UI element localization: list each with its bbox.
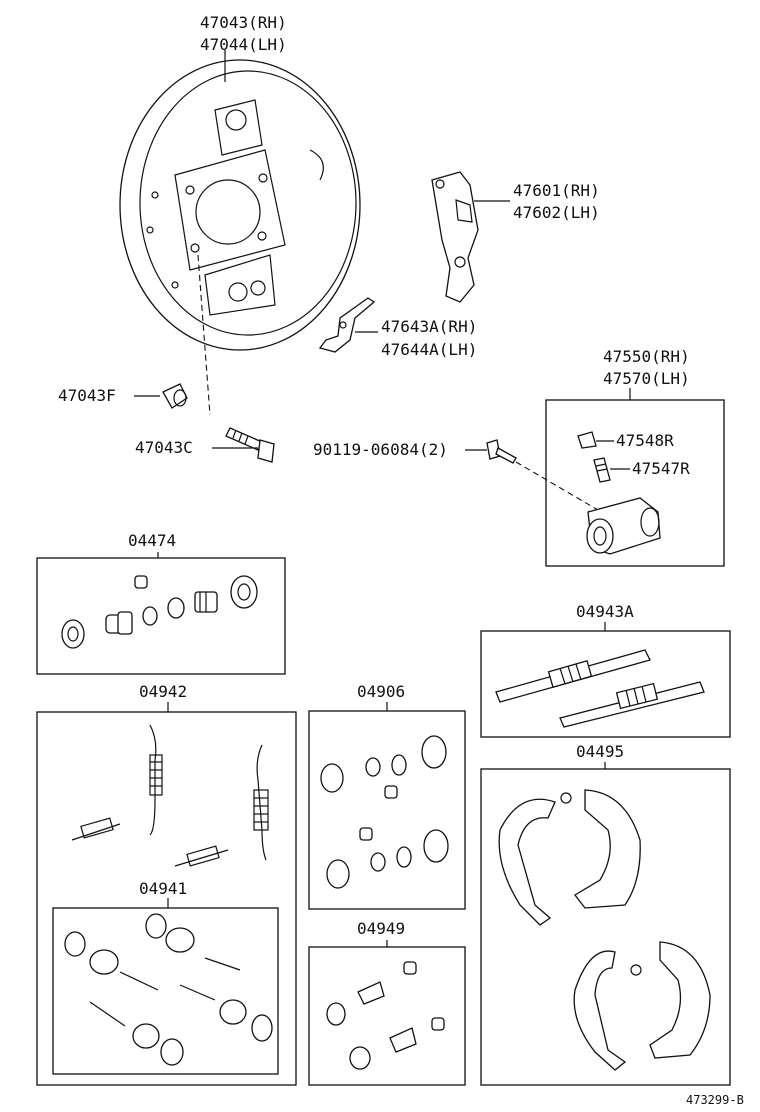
- repair-kit-parts: [320, 735, 449, 889]
- backing-plate: [119, 59, 361, 351]
- bleeder-plug-part: [593, 457, 611, 483]
- label-bleeder-cap: 47548R: [616, 431, 674, 450]
- adjuster-kit-parts: [495, 649, 705, 728]
- spring-kit-parts: [71, 724, 269, 867]
- label-adjust-lever-lh: 47644A(LH): [381, 340, 477, 359]
- hold-down-kit-box: [52, 907, 279, 1075]
- cup-kit-box: [308, 946, 466, 1086]
- label-hold-down-kit: 04941: [139, 879, 187, 898]
- label-spring-kit: 04942: [139, 682, 187, 701]
- cylinder-kit-box: [36, 557, 286, 675]
- label-cup-kit: 04949: [357, 919, 405, 938]
- label-cylinder-kit: 04474: [128, 531, 176, 550]
- shoe-kit-box: [480, 768, 731, 1086]
- label-backing-plate-rh: 47043(RH): [200, 13, 287, 32]
- label-wheel-cylinder-lh: 47570(LH): [603, 369, 690, 388]
- label-parking-lever-rh: 47601(RH): [513, 181, 600, 200]
- label-parking-lever-lh: 47602(LH): [513, 203, 600, 222]
- cylinder-kit-parts: [61, 575, 258, 649]
- label-backing-plate-lh: 47044(LH): [200, 35, 287, 54]
- hold-down-kit-parts: [64, 913, 273, 1066]
- label-bleeder-plug: 47547R: [632, 459, 690, 478]
- label-adjust-lever-rh: 47643A(RH): [381, 317, 477, 336]
- label-bolt: 47043C: [135, 438, 193, 457]
- cup-kit-parts: [326, 961, 445, 1070]
- spring-kit-box: [36, 711, 297, 1086]
- adjuster-kit-box: [480, 630, 731, 738]
- label-adjuster-kit: 04943A: [576, 602, 634, 621]
- shoe-kit-parts: [498, 789, 711, 1071]
- label-bushing: 47043F: [58, 386, 116, 405]
- adjusting-lever: [318, 297, 376, 353]
- wheel-cylinder-part: [586, 497, 661, 555]
- label-shoe-kit: 04495: [576, 742, 624, 761]
- repair-kit-box: [308, 710, 466, 910]
- bleeder-cap-part: [577, 431, 597, 449]
- bushing-part: [162, 383, 188, 409]
- figure-id: 473299-B: [686, 1093, 744, 1107]
- label-cylinder-bolt: 90119-06084(2): [313, 440, 448, 459]
- wheel-cylinder-box: [545, 399, 725, 567]
- cylinder-bolt: [486, 439, 517, 464]
- label-wheel-cylinder-rh: 47550(RH): [603, 347, 690, 366]
- mounting-bolt: [225, 427, 275, 463]
- parking-brake-lever: [431, 171, 479, 303]
- label-repair-kit: 04906: [357, 682, 405, 701]
